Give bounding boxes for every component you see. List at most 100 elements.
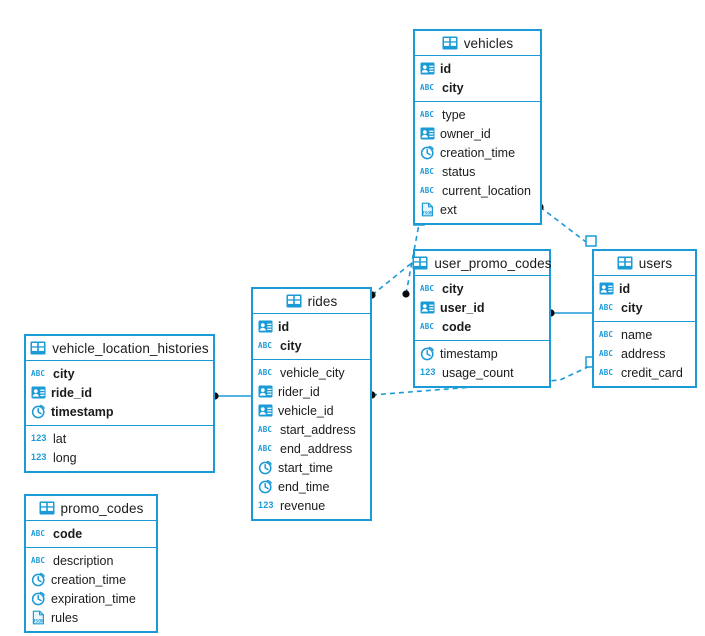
- field-row[interactable]: JSON rules: [26, 608, 156, 627]
- id-card-icon: [258, 403, 273, 418]
- abc-text-icon: ABC: [31, 528, 46, 538]
- field-row[interactable]: ABC status: [415, 162, 540, 181]
- field-row[interactable]: start_time: [253, 458, 370, 477]
- clock-icon: [420, 145, 435, 160]
- abc-text-icon: ABC: [420, 166, 435, 176]
- key-field-row[interactable]: ABC city: [594, 298, 695, 317]
- number-icon: 123: [420, 367, 436, 377]
- abc-text-icon: ABC: [258, 340, 273, 350]
- number-icon: 123: [31, 452, 47, 462]
- key-field-row[interactable]: timestamp: [26, 402, 213, 421]
- relationship-rel-vehicle_location_histories-rides[interactable]: [211, 392, 251, 400]
- key-field-row[interactable]: user_id: [415, 298, 549, 317]
- relationship-rel-vehicles-users[interactable]: [536, 203, 597, 247]
- field-label: id: [440, 61, 452, 76]
- field-row[interactable]: rider_id: [253, 382, 370, 401]
- id-card-icon: [420, 61, 435, 76]
- field-label: current_location: [442, 183, 531, 198]
- field-label: end_address: [280, 441, 353, 456]
- field-row[interactable]: timestamp: [415, 344, 549, 363]
- field-label: code: [53, 526, 83, 541]
- field-label: creation_time: [440, 145, 516, 160]
- entity-title: promo_codes: [60, 500, 144, 516]
- relationship-rel-user_promo_codes-users[interactable]: [547, 309, 592, 317]
- key-field-row[interactable]: id: [415, 59, 540, 78]
- field-row[interactable]: owner_id: [415, 124, 540, 143]
- id-card-icon: [258, 384, 273, 399]
- abc-text-icon: ABC: [420, 82, 435, 92]
- field-row[interactable]: creation_time: [26, 570, 156, 589]
- id-card-icon: [258, 319, 273, 334]
- key-field-row[interactable]: id: [253, 317, 370, 336]
- table-icon: [442, 36, 458, 50]
- field-row[interactable]: creation_time: [415, 143, 540, 162]
- entity-header: user_promo_codes: [412, 251, 551, 276]
- field-label: start_address: [280, 422, 356, 437]
- clock-icon: [420, 346, 435, 361]
- abc-text-icon: ABC: [599, 302, 614, 312]
- abc-text-icon: ABC: [420, 321, 435, 331]
- relationship-rel-rides-user_promo_codes[interactable]: [368, 261, 414, 299]
- abc-text-icon: ABC: [31, 555, 46, 565]
- abc-text-icon: ABC: [258, 367, 273, 377]
- field-label: rules: [51, 610, 79, 625]
- svg-text:JSON: JSON: [422, 210, 433, 216]
- clock-icon: [31, 591, 46, 606]
- field-row[interactable]: 123 usage_count: [415, 363, 549, 382]
- field-label: city: [621, 300, 643, 315]
- abc-text-icon: ABC: [420, 109, 435, 119]
- field-row[interactable]: end_time: [253, 477, 370, 496]
- field-label: address: [621, 346, 666, 361]
- field-label: vehicle_id: [278, 403, 334, 418]
- table-icon: [617, 256, 633, 270]
- relationship-source-dot: [402, 290, 410, 298]
- key-field-row[interactable]: ABC code: [26, 524, 156, 543]
- key-field-row[interactable]: ride_id: [26, 383, 213, 402]
- field-label: usage_count: [442, 365, 514, 380]
- key-field-row[interactable]: id: [594, 279, 695, 298]
- number-icon: 123: [258, 500, 274, 510]
- json-file-icon: JSON: [420, 202, 435, 217]
- clock-icon: [31, 404, 46, 419]
- field-label: status: [442, 164, 476, 179]
- svg-text:JSON: JSON: [33, 618, 44, 624]
- abc-text-icon: ABC: [31, 368, 46, 378]
- field-row[interactable]: vehicle_id: [253, 401, 370, 420]
- id-card-icon: [31, 385, 46, 400]
- entity-title: rides: [307, 293, 338, 309]
- field-row[interactable]: expiration_time: [26, 589, 156, 608]
- entity-title: users: [638, 255, 673, 271]
- json-file-icon: JSON: [31, 610, 46, 625]
- field-label: name: [621, 327, 653, 342]
